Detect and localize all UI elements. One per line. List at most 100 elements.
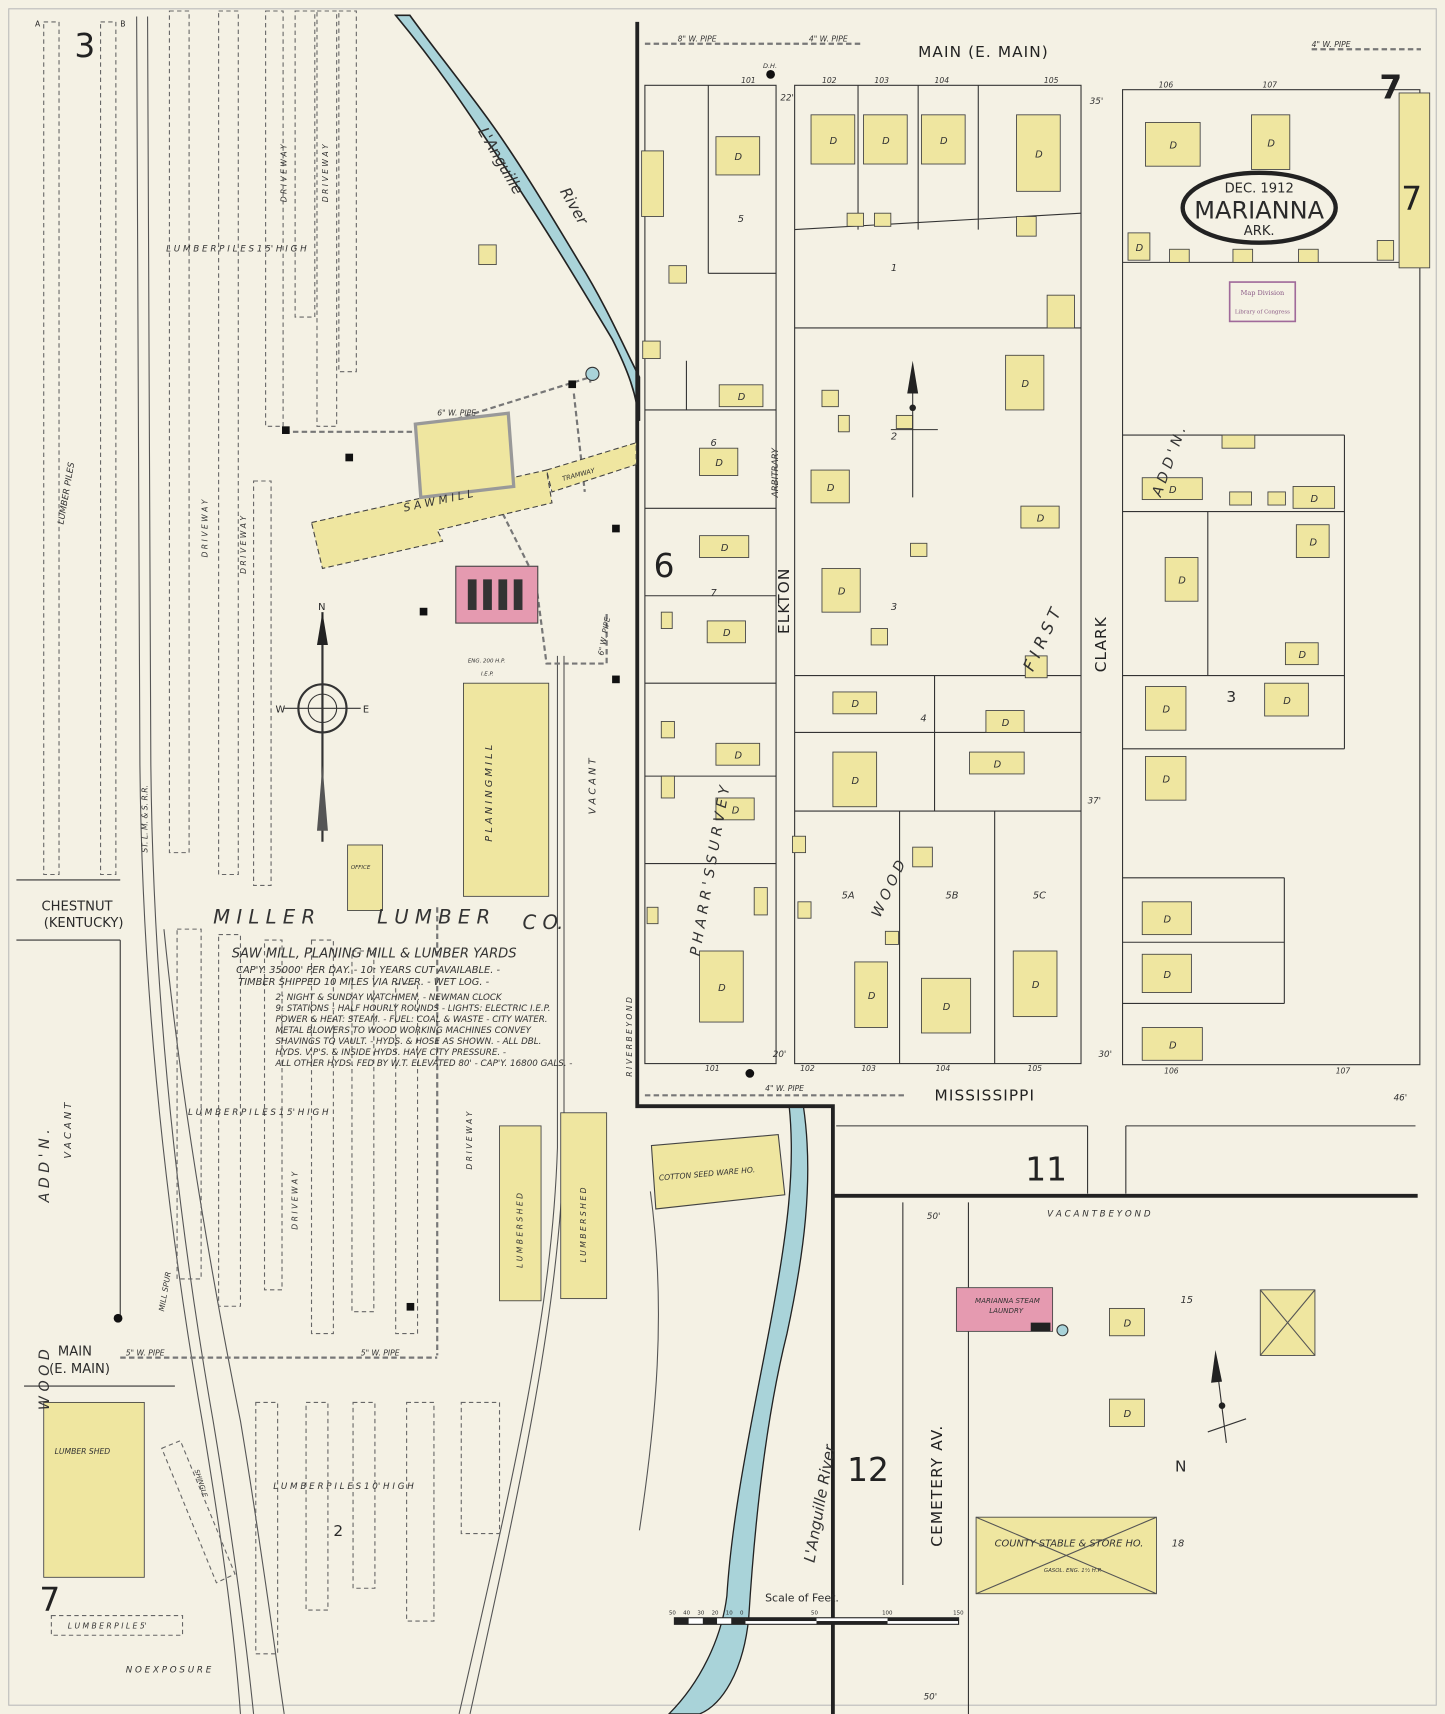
shingle-pile bbox=[161, 1439, 236, 1584]
scale-segment bbox=[745, 1617, 817, 1622]
scale-segment bbox=[702, 1617, 718, 1625]
engine-label: ENG. 200 H.P. bbox=[468, 658, 506, 664]
dwelling: D bbox=[969, 751, 1025, 775]
dwelling: D bbox=[1292, 486, 1336, 509]
scale-tick: 50 bbox=[811, 1610, 818, 1616]
outbuilding bbox=[753, 887, 768, 916]
lot-number: 2 bbox=[891, 431, 897, 442]
lumber-pile bbox=[294, 10, 316, 318]
dwelling: D bbox=[810, 114, 856, 165]
house-numbers: 101 102 103 104 105 106 107 101 102 103 … bbox=[705, 76, 1350, 1075]
dwelling: D bbox=[699, 447, 739, 476]
pipe-label: 4" W. PIPE bbox=[809, 35, 848, 44]
lumber-piles-label: L U M B E R P I L E S 1 5' H I G H bbox=[166, 244, 307, 254]
svg-text:D: D bbox=[1032, 980, 1040, 991]
outbuilding bbox=[1016, 216, 1037, 237]
sheet-number: 7 bbox=[1379, 68, 1402, 106]
title-city: MARIANNA bbox=[1194, 197, 1324, 225]
scale-tick: 30 bbox=[697, 1610, 704, 1616]
note-line: POWER & HEAT: STEAM. - FUEL: COAL & WAST… bbox=[275, 1015, 547, 1025]
dwelling: D bbox=[1016, 114, 1061, 192]
street-cemetery-av: CEMETERY AV. bbox=[928, 1425, 946, 1547]
driveway-label: D R I V E W A Y bbox=[279, 143, 288, 202]
boilers bbox=[467, 579, 523, 610]
pipe-label: 5" W. PIPE bbox=[126, 1348, 165, 1357]
svg-text:D: D bbox=[1035, 149, 1043, 160]
dwelling: D bbox=[1145, 122, 1201, 167]
svg-text:D: D bbox=[943, 1002, 951, 1013]
dimension: 50' bbox=[927, 1212, 941, 1222]
scale-tick: 50 bbox=[669, 1610, 676, 1616]
street-chestnut-alt: (KENTUCKY) bbox=[44, 916, 124, 931]
title-date: DEC. 1912 bbox=[1225, 181, 1294, 196]
block-lines bbox=[16, 84, 1421, 1714]
building bbox=[560, 1112, 608, 1300]
crossed-structure bbox=[1259, 1289, 1316, 1356]
dwelling: D bbox=[1020, 505, 1060, 529]
house-number: 102 bbox=[800, 1064, 815, 1073]
compass-w: W bbox=[275, 705, 285, 716]
section-11: 11 bbox=[1025, 1151, 1067, 1189]
house-number: 102 bbox=[822, 76, 837, 85]
building bbox=[1398, 92, 1431, 269]
note-line: ALL OTHER HYDS. FED BY W.T. ELEVATED 80'… bbox=[274, 1059, 572, 1069]
pipe-label: 4" W. PIPE bbox=[765, 1084, 804, 1093]
dimension: 50' bbox=[924, 1693, 938, 1703]
gasol-label: GASOL. ENG. 1½ H.P. bbox=[1044, 1567, 1102, 1574]
dwelling: D bbox=[1141, 953, 1192, 993]
lumber-pile bbox=[255, 1401, 279, 1655]
dwelling: D bbox=[1145, 686, 1187, 731]
vacant-beyond: V A C A N T B E Y O N D bbox=[1047, 1210, 1151, 1220]
dwelling: D bbox=[832, 691, 878, 715]
vacant-left: V A C A N T bbox=[63, 1102, 74, 1159]
lumber-pile-label: L U M B E R P I L E 5' bbox=[68, 1622, 147, 1631]
note-line: HYDS. V.P'S. & INSIDE HYDS. HAVE CITY PR… bbox=[275, 1048, 506, 1058]
block-label-6: 6 bbox=[654, 547, 675, 585]
scale-segment bbox=[674, 1617, 689, 1625]
svg-text:D: D bbox=[1124, 1318, 1132, 1329]
svg-text:D: D bbox=[1164, 970, 1172, 981]
outbuilding bbox=[912, 846, 933, 868]
dwelling: D bbox=[1127, 232, 1151, 261]
outbuilding bbox=[1298, 248, 1319, 263]
tramway bbox=[545, 441, 637, 493]
outbuilding bbox=[642, 340, 661, 360]
dwelling: D bbox=[1264, 682, 1309, 717]
house-number: 101 bbox=[741, 76, 756, 85]
laundry-label-1: MARIANNA STEAM bbox=[975, 1296, 1040, 1305]
street-arbitrary: ARBITRARY bbox=[771, 447, 781, 498]
county-stable bbox=[975, 1516, 1157, 1595]
svg-text:D: D bbox=[994, 759, 1002, 770]
svg-text:D: D bbox=[732, 805, 740, 816]
scale-tick: 150 bbox=[953, 1610, 964, 1616]
street-wood-left: W O O D bbox=[37, 1349, 53, 1410]
house-number: 105 bbox=[1027, 1064, 1042, 1073]
dwelling: D bbox=[715, 136, 761, 176]
iep-label: I.E.P. bbox=[481, 672, 494, 678]
outbuilding bbox=[660, 721, 675, 739]
dimension: 20' bbox=[773, 1050, 787, 1060]
outbuilding bbox=[1232, 248, 1254, 263]
svg-text:D: D bbox=[1136, 243, 1144, 254]
railroad-tracks bbox=[136, 16, 659, 1714]
note-line: SHAVINGS TO VAULT. - HYDS. & HOSE AS SHO… bbox=[275, 1037, 541, 1047]
north-arrow-section-11 bbox=[1207, 1349, 1247, 1443]
title-cartouche: DEC. 1912 MARIANNA ARK. bbox=[1180, 170, 1338, 245]
svg-text:D: D bbox=[718, 983, 726, 994]
house-number: 107 bbox=[1336, 1066, 1351, 1075]
dwelling: D bbox=[1251, 114, 1291, 170]
street-main-left-alt: (E. MAIN) bbox=[49, 1362, 110, 1377]
dwelling: D bbox=[1284, 642, 1319, 666]
dimension: 22' bbox=[780, 94, 794, 104]
lumber-pile bbox=[352, 1401, 376, 1589]
lumber-pile bbox=[263, 939, 283, 1291]
stamp-line-1: Map Division bbox=[1241, 289, 1285, 297]
company-subtitle: SAW MILL, PLANING MILL & LUMBER YARDS bbox=[232, 947, 517, 962]
adjacent-sheet-3: 3 bbox=[74, 27, 95, 65]
outbuilding bbox=[910, 542, 928, 557]
lumber-pile bbox=[100, 21, 117, 876]
lot-number: 6 bbox=[710, 438, 716, 449]
outbuilding bbox=[821, 389, 839, 408]
scale-tick: 10 bbox=[726, 1610, 733, 1616]
street-clark: CLARK bbox=[1092, 616, 1110, 672]
